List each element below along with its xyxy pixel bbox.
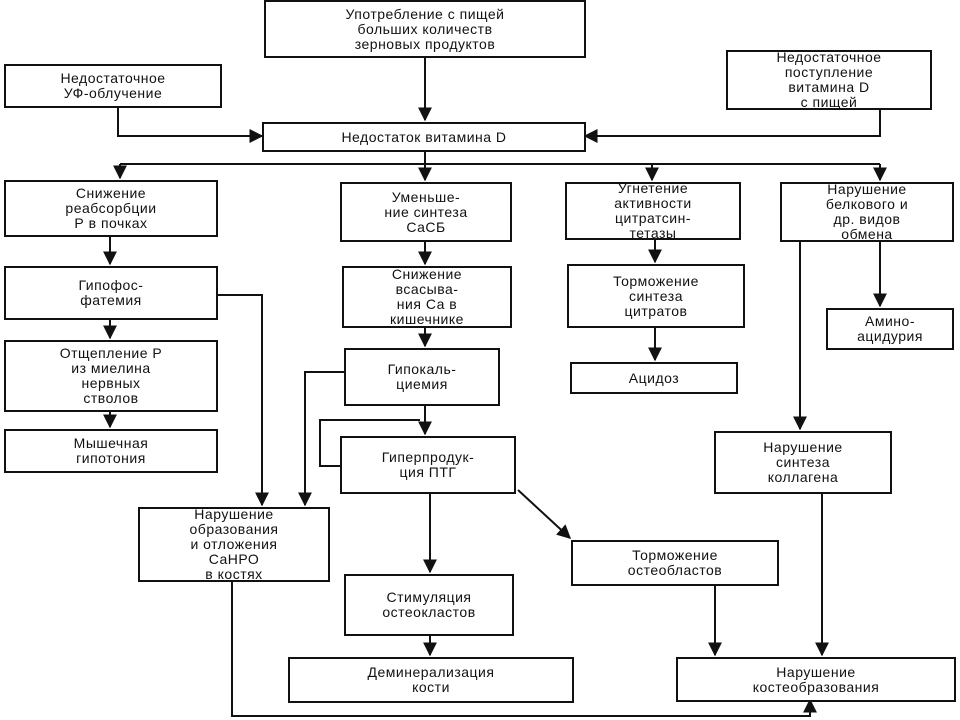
- arrow-canro-to-bone: [231, 580, 817, 717]
- box-text-line: и отложения: [190, 536, 278, 552]
- box-text-line: образования: [189, 521, 279, 537]
- box-text-line: зерновых продуктов: [354, 35, 496, 52]
- box-text-line: Недостаточное: [776, 49, 882, 65]
- box-aminoaciduria: Амино-ацидурия: [826, 308, 954, 350]
- box-text-line: витамина D: [788, 79, 870, 95]
- box-text-line: Снижение: [391, 266, 463, 282]
- box-text-line: синтеза: [629, 287, 683, 304]
- box-text-line: остеокластов: [382, 604, 476, 620]
- box-text-line: ацидурия: [857, 328, 923, 344]
- box-text-line: синтеза: [776, 454, 830, 470]
- arrow-ptg-to-osteoblast: [517, 489, 572, 539]
- box-text-line: Мышечная: [73, 435, 149, 451]
- box-text-line: стволов: [83, 390, 139, 406]
- box-text-line: в костях: [205, 566, 263, 582]
- box-text-line: тетазы: [629, 225, 677, 241]
- box-text-line: Угнетение: [617, 180, 689, 196]
- box-text-line: гипотония: [76, 450, 146, 466]
- box-text-line: ния Са в: [396, 296, 458, 312]
- box-text-line: Ацидоз: [628, 369, 680, 386]
- box-text-line: всасыва-: [395, 281, 459, 297]
- box-text-line: СаСБ: [406, 218, 446, 235]
- box-text-line: Недостаток витамина D: [341, 128, 507, 145]
- box-text-line: Нарушение: [194, 506, 274, 522]
- box-text-line: цитратсин-: [615, 210, 691, 226]
- box-text-line: остеобластов: [627, 562, 723, 578]
- box-hypophosphatemia: Гипофос-фатемия: [4, 266, 218, 320]
- box-text-line: с пищей: [800, 94, 858, 110]
- box-acidosis: Ацидоз: [570, 362, 738, 394]
- box-text-line: УФ-облучение: [63, 85, 163, 101]
- box-text-line: Гипофос-: [78, 277, 144, 293]
- box-text-line: др. видов: [833, 211, 901, 227]
- arrow-hypocalc-to-canro: [298, 371, 344, 507]
- box-text-line: Нарушение: [763, 439, 843, 455]
- box-text-line: Гипокаль-: [387, 361, 457, 377]
- box-text-line: циемия: [396, 376, 448, 392]
- box-text-line: реабсорбции: [65, 200, 157, 216]
- box-text-line: Стимуляция: [386, 589, 472, 605]
- box-text-line: больших количеств: [357, 20, 493, 37]
- box-text-line: Торможение: [632, 547, 718, 563]
- arrow-ptg-feedback: [319, 419, 420, 467]
- box-ptg-hyperproduction: Гиперпродук-ция ПТГ: [340, 436, 516, 494]
- box-text-line: поступление: [784, 64, 874, 80]
- box-text-line: кишечнике: [390, 311, 464, 327]
- box-text-line: кости: [412, 679, 450, 695]
- box-text-line: активности: [614, 195, 692, 211]
- box-text-line: Отщепление Р: [59, 345, 163, 361]
- box-text-line: Р в почках: [74, 215, 148, 231]
- box-text-line: Гиперпродук-: [381, 449, 475, 465]
- box-text-line: из миелина: [71, 360, 151, 376]
- box-text-line: ние синтеза: [384, 203, 468, 220]
- box-text-line: цитратов: [624, 302, 688, 319]
- box-text-line: СаНРО: [208, 551, 260, 567]
- box-text-line: коллагена: [767, 469, 839, 485]
- box-text-line: обмена: [841, 226, 893, 242]
- arrow-uv-to-vitd: [117, 106, 264, 143]
- box-text-line: Снижение: [75, 185, 147, 201]
- box-text-line: нервных: [81, 375, 141, 391]
- box-text-line: Употребление с пищей: [345, 5, 505, 22]
- box-text-line: фатемия: [80, 292, 142, 308]
- box-text-line: Уменьше-: [391, 188, 461, 205]
- arrow-diet-to-vitd: [583, 108, 881, 143]
- box-text-line: белкового и: [825, 196, 909, 212]
- box-text-line: Нарушение: [776, 663, 856, 680]
- box-text-line: Деминерализация: [367, 664, 495, 680]
- box-text-line: Амино-: [865, 313, 915, 329]
- box-text-line: Недостаточное: [60, 70, 166, 86]
- arrow-hypophos-to-canro: [218, 294, 269, 507]
- box-vitamin-d-deficit: Недостаток витамина D: [262, 122, 586, 152]
- box-text-line: Торможение: [613, 272, 699, 289]
- box-hypocalcemia: Гипокаль-циемия: [344, 348, 500, 406]
- box-text-line: Нарушение: [827, 181, 907, 197]
- box-text-line: ция ПТГ: [399, 464, 457, 480]
- box-text-line: костеобразования: [752, 678, 880, 695]
